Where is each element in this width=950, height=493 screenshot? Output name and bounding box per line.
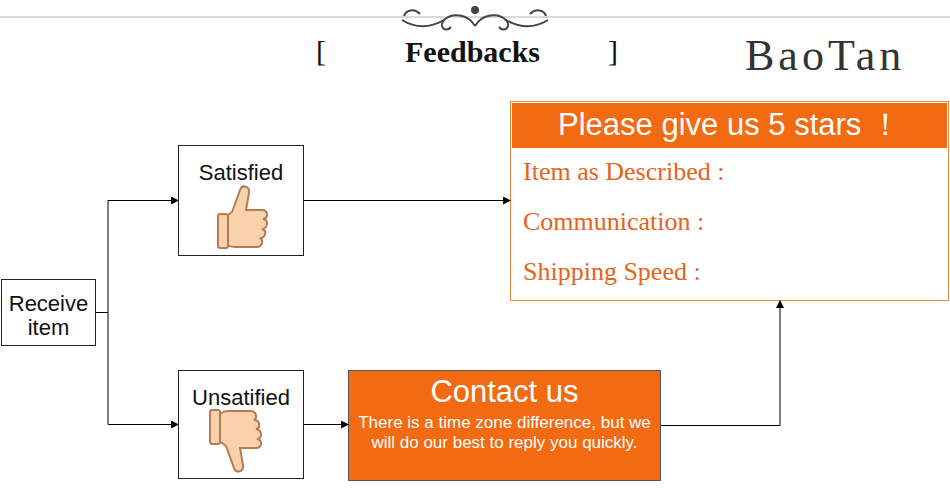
start-box: Receive item <box>1 279 96 346</box>
node-subtext: Shipping Speed : <box>523 255 701 289</box>
node-text: Please give us 5 stars ！ <box>511 102 948 148</box>
connector-arrow <box>304 200 510 201</box>
ornament <box>402 7 548 29</box>
diagram-title: Feedbacks <box>340 35 605 69</box>
connector-arrow <box>96 313 178 425</box>
outcome-box: Satisfied <box>178 145 304 256</box>
node-text: Receive item <box>2 292 95 340</box>
node-subtext: Item as Described : <box>523 155 724 189</box>
connector-arrow <box>96 201 178 313</box>
brand-label: BaoTan <box>745 30 905 81</box>
node-subtext: Communication : <box>523 205 704 239</box>
top-rule <box>0 17 950 18</box>
bracket-label: [ <box>316 34 326 68</box>
connector-arrow <box>661 301 780 426</box>
outcome-box: Unsatified <box>178 370 304 479</box>
thumbs-up-icon <box>218 186 267 248</box>
thumbs-down-icon <box>210 410 261 472</box>
node-text: Satisfied <box>179 160 303 186</box>
node-text: Unsatified <box>179 385 303 411</box>
node-subtext: There is a time zone difference, but we … <box>353 413 656 453</box>
rating-panel: Please give us 5 stars ！ Item as Describe… <box>510 101 949 301</box>
connector-arrow <box>304 424 348 425</box>
process-box: Contact usThere is a time zone differenc… <box>348 370 661 481</box>
node-text: Contact us <box>349 374 660 410</box>
bracket-label: ] <box>608 34 618 68</box>
